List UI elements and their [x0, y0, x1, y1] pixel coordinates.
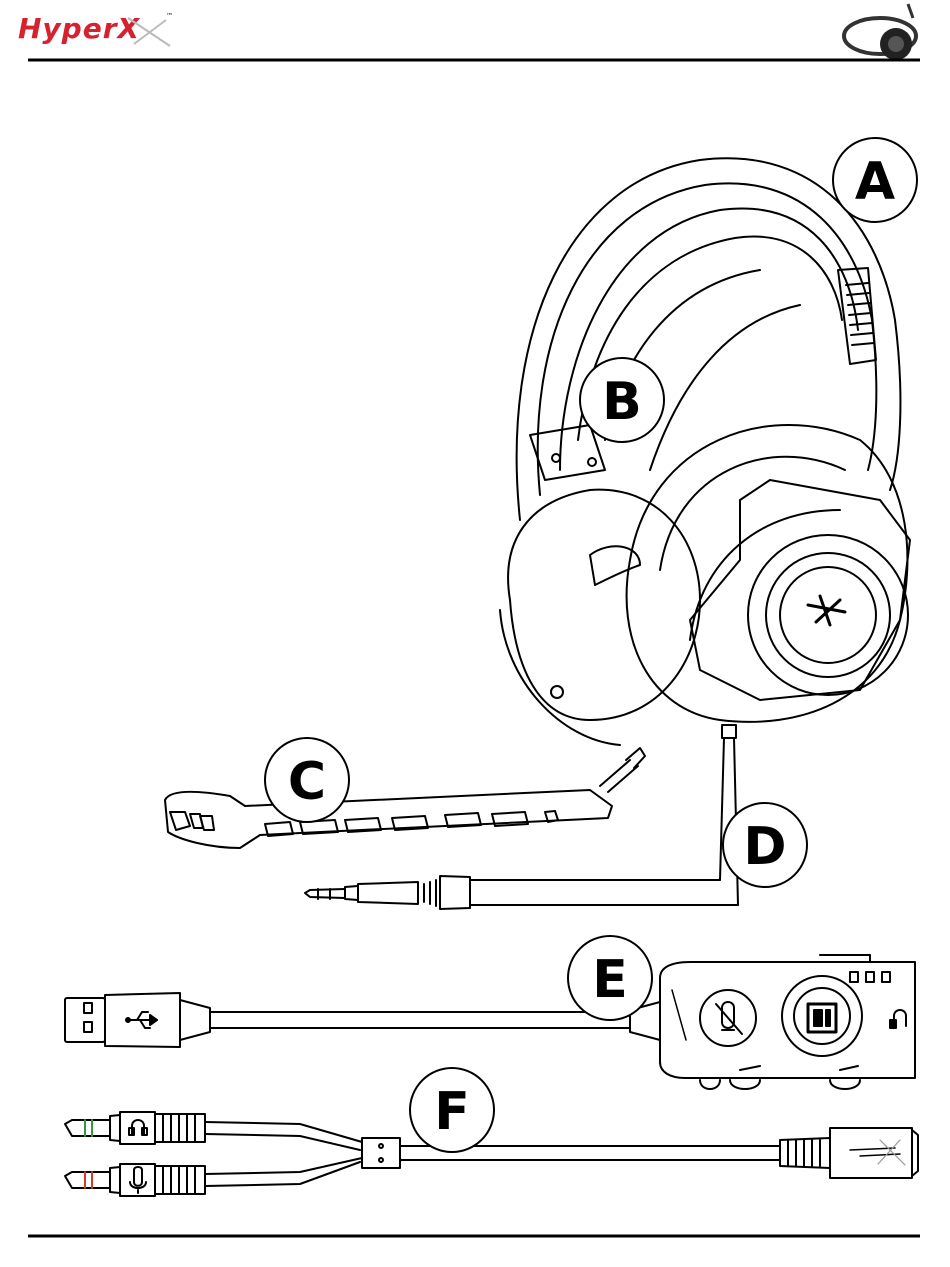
callout-a: A: [833, 138, 917, 222]
surround-sound-icon: [782, 976, 862, 1056]
headset-3.5mm-plug: [305, 876, 738, 909]
microphone-jack-icon: [130, 1167, 146, 1193]
headphone-plug: [65, 1112, 205, 1144]
callout-f: F: [410, 1068, 494, 1152]
usb-icon: [126, 1012, 157, 1028]
callout-c: C: [265, 738, 349, 822]
earcup-logo-plate: [748, 535, 908, 695]
detachable-microphone: [165, 748, 645, 848]
callout-f-label: F: [434, 1082, 470, 1142]
headset-thumbnail-icon: [844, 4, 916, 60]
callout-e: E: [568, 936, 652, 1020]
headband: [517, 158, 901, 520]
trademark-symbol: ™: [166, 12, 173, 20]
callout-b: B: [580, 358, 664, 442]
callout-d-label: D: [743, 817, 786, 877]
callout-a-label: A: [855, 152, 895, 212]
callout-d: D: [723, 803, 807, 887]
brand-logo: HyperX ™: [18, 12, 173, 46]
headset-illustration: [500, 158, 910, 905]
brand-logo-text: HyperX: [18, 12, 141, 45]
left-earcup: [500, 490, 700, 745]
headphone-icon: [890, 1010, 906, 1028]
headphone-jack-icon: [129, 1120, 147, 1135]
usb-sound-card: [65, 955, 915, 1089]
microphone-plug: [65, 1164, 205, 1196]
callout-b-label: B: [602, 372, 642, 432]
callout-e-label: E: [592, 950, 628, 1010]
mic-mute-icon: [700, 990, 756, 1046]
callout-c-label: C: [288, 752, 326, 812]
